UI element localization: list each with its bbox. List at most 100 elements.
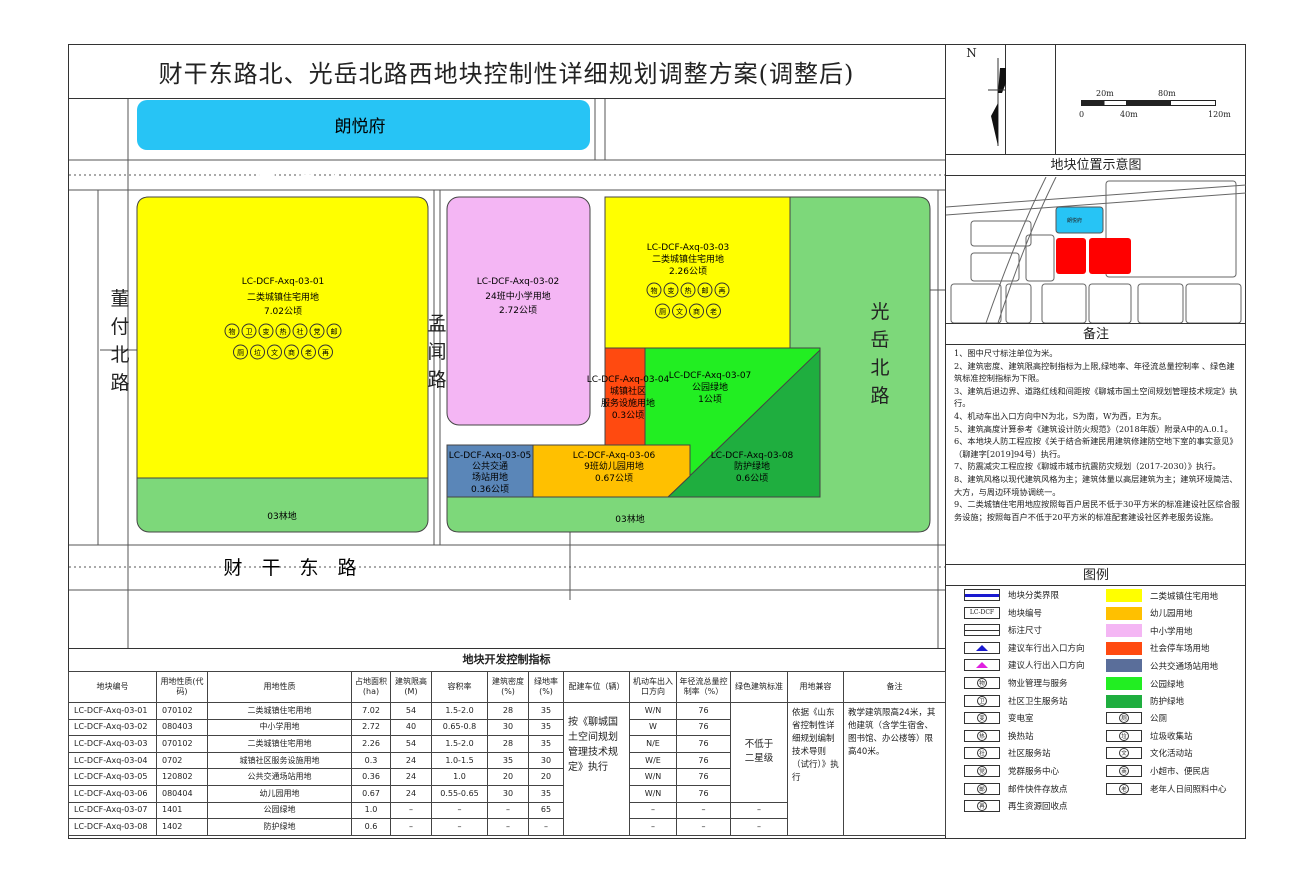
table-cell: 0702 [156, 751, 208, 770]
north-arrow-icon [988, 58, 1006, 146]
parcel-01-facilities-row1: 物卫变热社党邮 [224, 323, 342, 339]
note-item: 1、图中尺寸标注单位为米。 [954, 348, 1058, 358]
table-cell: 35 [487, 751, 529, 770]
facility-icon-label: 党 [314, 327, 321, 336]
road-name-char: 北 [110, 344, 129, 366]
legend-label: 中小学用地 [1150, 626, 1193, 637]
parcel-08-id: LC-DCF-Axq-03-08 [711, 451, 794, 461]
facility-icon [275, 323, 291, 339]
legend-label: 变电室 [1008, 714, 1034, 725]
table-cell: 0.3 [351, 751, 391, 770]
legend-item: 物物业管理与服务 [964, 677, 1068, 689]
table-cell: – [528, 818, 564, 836]
facility-icon [714, 282, 730, 298]
facility-icon-label: 物 [229, 327, 236, 336]
legend-label: 标注尺寸 [1008, 626, 1043, 637]
remark-cell: 教学建筑限高24米，其他建筑（含学生宿舍、图书馆、办公楼等）限高40米。 [843, 702, 946, 836]
table-cell: LC-DCF-Axq-03-07 [68, 801, 157, 820]
legend-label: 邮件快件存放点 [1008, 784, 1068, 795]
table-cell: 54 [390, 702, 432, 720]
table-cell: 070102 [156, 735, 208, 753]
column-header: 用地性质(代码) [156, 671, 208, 703]
legend-item: 公共交通场站用地 [1106, 659, 1219, 673]
legend-item: 厕公厕 [1106, 712, 1168, 725]
legend-swatch [1106, 589, 1142, 602]
facility-icon-label: 商 [288, 348, 295, 357]
facility-icon [655, 303, 670, 319]
legend-swatch [1106, 606, 1142, 620]
table-cell: – [676, 801, 731, 820]
legend-label: 幼儿园用地 [1150, 609, 1193, 620]
forest-left-label: 03林地 [267, 510, 296, 522]
road-name-north: 翁 庄 街 [257, 165, 352, 187]
notes-title: 备注 [946, 323, 1246, 345]
table-cell: 7.02 [351, 702, 391, 720]
legend-symbol: 党 [964, 765, 1000, 777]
legend-label: 社区卫生服务站 [1008, 696, 1068, 707]
road-name-middle: 孟闻路 [427, 313, 446, 391]
neighbor-block-langyuefu [137, 100, 590, 150]
legend-item: 文文化活动站 [1106, 747, 1193, 760]
table-cell: 二类城镇住宅用地 [207, 702, 352, 720]
legend-symbol [964, 589, 1000, 601]
table-cell: 76 [676, 735, 731, 753]
table-cell: – [487, 801, 529, 820]
facility-icon-label: 物 [651, 286, 658, 295]
column-header: 绿地率(%) [528, 671, 564, 703]
legend-symbol: 垃 [1106, 729, 1142, 742]
legend-symbol: LC-DCF [964, 606, 1000, 619]
legend-item: 公园绿地 [1106, 677, 1184, 690]
table-cell: – [390, 818, 432, 836]
parcel-07-id: LC-DCF-Axq-03-07 [669, 371, 752, 381]
legend-label: 公共交通场站用地 [1150, 661, 1219, 672]
location-map-title: 地块位置示意图 [946, 154, 1246, 176]
table-cell: LC-DCF-Axq-03-03 [68, 735, 157, 753]
facility-icon [663, 282, 679, 298]
table-cell: 65 [528, 801, 564, 820]
legend-label: 垃圾收集站 [1150, 731, 1193, 742]
facility-icon-label: 老 [305, 348, 312, 357]
facility-icon [301, 344, 316, 360]
facility-icon [646, 282, 662, 298]
legend-item: 二类城镇住宅用地 [1106, 589, 1218, 602]
facility-icon [224, 323, 240, 339]
table-cell: 30 [487, 718, 529, 737]
facility-icon [689, 303, 704, 319]
facility-icon [258, 323, 274, 339]
forest-right-label: 03林地 [615, 513, 644, 525]
legend-item: 变 变电室 [964, 712, 1034, 725]
table-cell: N/E [629, 735, 677, 753]
facility-icon [672, 303, 687, 319]
control-index-table: 地块开发控制指标 地块编号用地性质(代码)用地性质占地面积(ha)建筑限高(M)… [68, 648, 946, 838]
legend-item: 幼儿园用地 [1106, 606, 1193, 620]
table-cell: W/N [629, 702, 677, 720]
facility-icon [292, 323, 308, 339]
table-cell: LC-DCF-Axq-03-01 [68, 702, 157, 720]
facility-icon [241, 323, 257, 339]
facility-icon: 变 [977, 713, 987, 724]
facility-icon: 物 [977, 678, 987, 688]
scale-label-20m: 20m [1096, 89, 1114, 98]
legend-code-sample: LC-DCF [969, 609, 995, 617]
table-cell: W/E [629, 751, 677, 770]
table-cell: 公园绿地 [207, 801, 352, 820]
compass-divider [946, 44, 1056, 154]
table-cell: 1.5-2.0 [431, 702, 488, 720]
parcel-08 [666, 348, 821, 498]
parcel-07-use: 公园绿地 [692, 381, 728, 393]
table-cell: 24 [390, 784, 432, 803]
table-cell: 1402 [156, 818, 208, 836]
facility-icon [250, 344, 265, 360]
table-cell: – [676, 818, 731, 836]
road-name-char: 光 [870, 301, 889, 323]
facility-icon-label: 卫 [246, 328, 253, 336]
table-cell: 76 [676, 784, 731, 803]
parcel-04-area: 0.3公顷 [612, 410, 644, 421]
legend-swatch [1106, 677, 1142, 690]
legend-item: 社社区服务站 [964, 747, 1051, 760]
table-cell: 54 [390, 735, 432, 753]
legend-label: 公厕 [1150, 714, 1168, 725]
